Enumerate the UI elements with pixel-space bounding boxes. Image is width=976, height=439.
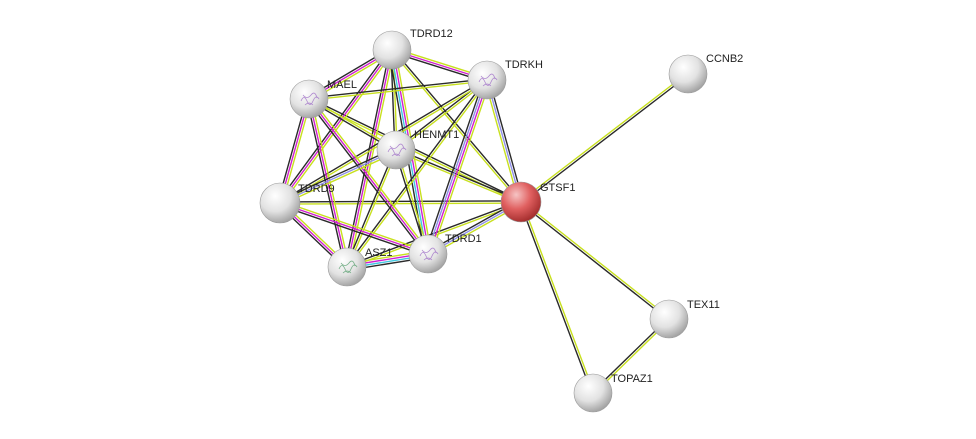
edge-tdrkh-tdrd1[interactable] — [424, 78, 491, 256]
edge-line-homology — [279, 149, 397, 204]
edge-line-experimental — [279, 202, 429, 255]
edge-line-textmining — [279, 202, 522, 205]
node-label: HENMT1 — [414, 129, 459, 141]
node-label: TDRD9 — [298, 183, 335, 195]
edge-line-textmining — [280, 151, 398, 206]
structure-thumbnail-icon — [419, 247, 439, 261]
node-circle — [327, 247, 367, 287]
node-circle — [289, 79, 329, 119]
node-circle — [500, 181, 542, 223]
node-gtsf1[interactable]: GTSF1 — [500, 181, 575, 223]
edge-line-coexpression — [306, 98, 346, 269]
edge-line-experimental — [428, 79, 489, 256]
node-circle — [376, 130, 416, 170]
structure-thumbnail-icon — [300, 92, 320, 106]
edge-line-coexpression — [520, 74, 690, 204]
node-mael[interactable]: MAEL — [289, 79, 357, 119]
node-label: ASZ1 — [365, 247, 393, 259]
edge-line-coexpression — [519, 202, 670, 321]
node-circle — [668, 54, 708, 94]
edges-layer — [277, 47, 690, 395]
edge-gtsf1-tex11[interactable] — [519, 200, 671, 321]
node-label: TDRKH — [505, 59, 543, 71]
edge-line-textmining — [308, 80, 488, 101]
edge-line-coexpression — [278, 204, 428, 257]
edge-line-homology — [426, 78, 487, 255]
edge-gtsf1-tdrkh[interactable] — [484, 78, 524, 204]
edge-line-textmining — [346, 202, 523, 269]
edge-line-coexpression — [519, 201, 593, 395]
node-asz1[interactable]: ASZ1 — [327, 247, 393, 287]
node-tdrd1[interactable]: TDRD1 — [408, 233, 482, 274]
edge-line-coexpression — [488, 78, 524, 203]
node-circle — [467, 60, 507, 100]
edge-mael-tdrd1[interactable] — [306, 96, 431, 257]
edge-gtsf1-ccnb2[interactable] — [519, 72, 690, 204]
node-circle — [408, 234, 448, 274]
node-label: TDRD12 — [410, 28, 453, 40]
edge-henmt1-tdrd9[interactable] — [278, 147, 398, 206]
node-label: MAEL — [327, 79, 357, 91]
edge-line-textmining — [519, 72, 689, 202]
node-tex11[interactable]: TEX11 — [649, 299, 720, 339]
edge-line-textmining — [310, 96, 431, 254]
edge-line-textmining — [520, 200, 671, 319]
edge-line-textmining — [280, 200, 430, 253]
edge-line-coexpression — [392, 48, 523, 202]
edge-line-coexpression — [277, 48, 391, 203]
node-tdrkh[interactable]: TDRKH — [467, 59, 543, 100]
edge-line-experimental — [308, 98, 429, 255]
edge-line-coexpression — [308, 78, 488, 99]
node-circle — [259, 182, 301, 224]
node-circle — [372, 30, 412, 70]
edge-henmt1-asz1[interactable] — [345, 148, 398, 269]
edge-tdrkh-mael[interactable] — [308, 78, 488, 101]
node-ccnb2[interactable]: CCNB2 — [668, 53, 743, 94]
edge-line-textmining — [484, 79, 520, 204]
edge-line-coexpression — [279, 200, 522, 203]
edge-line-experimental — [279, 49, 393, 204]
node-label: CCNB2 — [706, 53, 743, 65]
edge-tdrd12-tdrd9[interactable] — [277, 48, 395, 205]
node-circle — [649, 299, 689, 339]
node-label: TDRD1 — [445, 233, 482, 245]
node-topaz1[interactable]: TOPAZ1 — [573, 373, 653, 413]
node-tdrd9[interactable]: TDRD9 — [259, 182, 335, 224]
structure-thumbnail-icon — [478, 73, 498, 87]
node-label: TEX11 — [687, 299, 720, 311]
edge-line-coexpression — [278, 147, 396, 202]
node-circle — [573, 373, 613, 413]
edge-line-homology — [486, 79, 522, 203]
edge-line-coexpression — [424, 78, 485, 254]
edge-line-textmining — [281, 50, 395, 205]
edge-line-coexpression — [306, 99, 427, 257]
edge-line-textmining — [347, 149, 398, 269]
edge-gtsf1-tdrd12[interactable] — [390, 48, 523, 204]
edge-line-textmining — [390, 50, 521, 204]
node-label: TOPAZ1 — [611, 373, 653, 385]
edge-line-coexpression — [345, 78, 487, 268]
structure-thumbnail-icon — [338, 260, 358, 274]
edge-tdrd9-tdrd1[interactable] — [278, 200, 430, 257]
node-henmt1[interactable]: HENMT1 — [376, 129, 459, 170]
edge-line-textmining — [521, 200, 595, 394]
node-label: GTSF1 — [540, 182, 575, 194]
structure-thumbnail-icon — [387, 143, 407, 157]
edge-gtsf1-tdrd9[interactable] — [279, 200, 522, 205]
edge-line-coexpression — [345, 148, 396, 268]
node-tdrd12[interactable]: TDRD12 — [372, 28, 453, 70]
edge-gtsf1-topaz1[interactable] — [519, 200, 595, 395]
edge-line-textmining — [430, 80, 491, 256]
